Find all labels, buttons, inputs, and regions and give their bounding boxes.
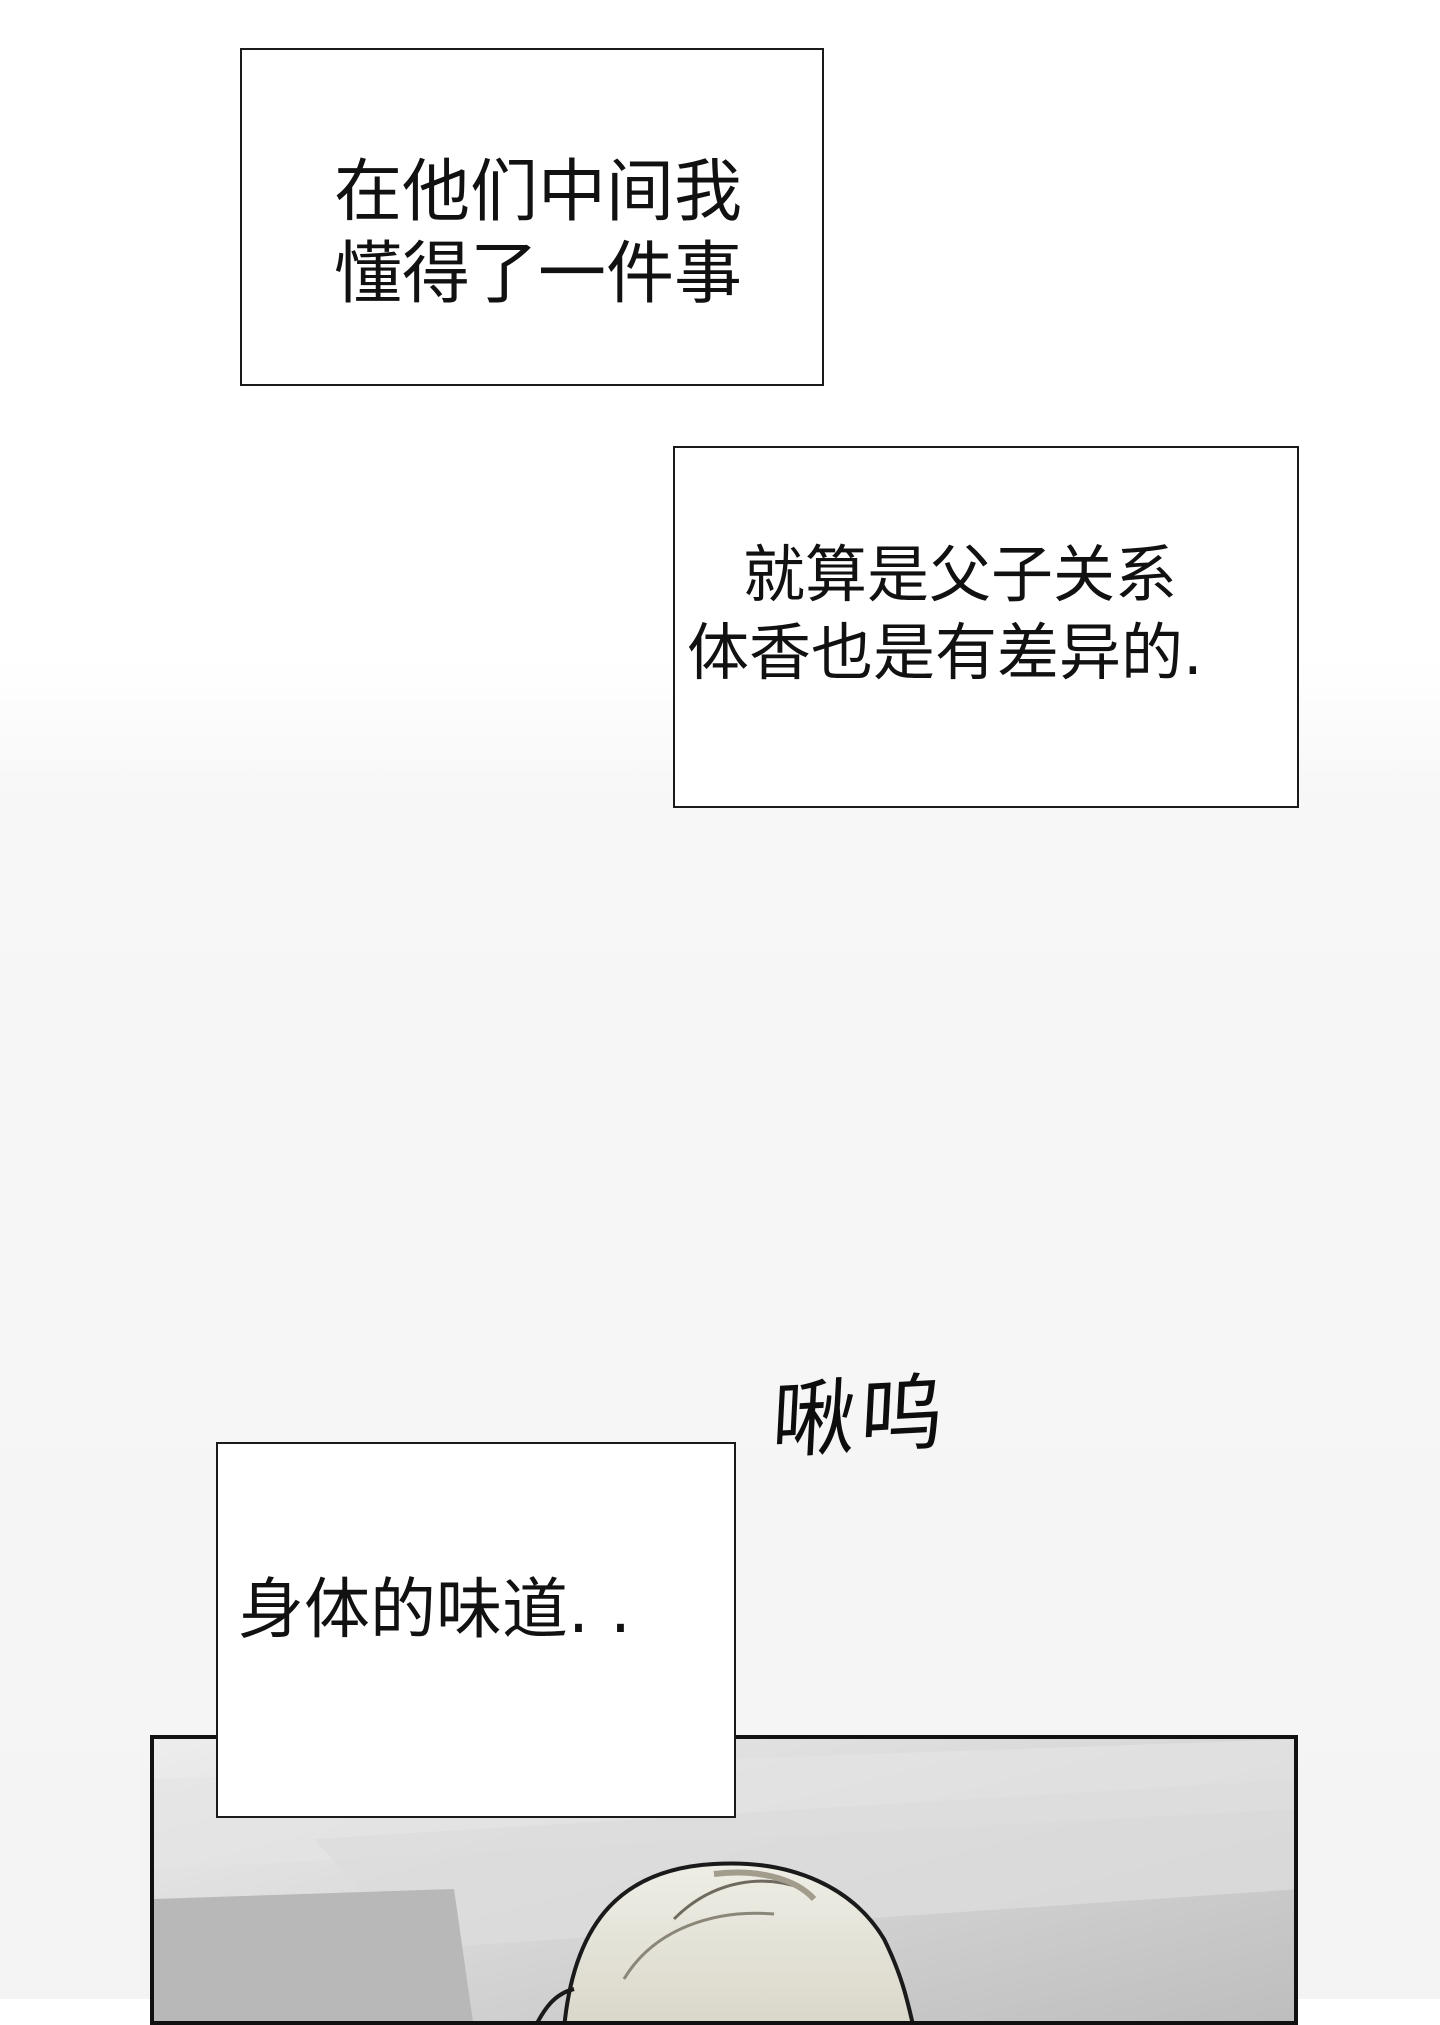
caption-box-2: 就算是父子关系 体香也是有差异的. [673, 446, 1299, 808]
caption-3-line-1: 身体的味道. . [238, 1571, 631, 1648]
sound-effect-text: 啾呜 [769, 1363, 951, 1471]
caption-2-line-2: 体香也是有差异的. [687, 616, 1203, 689]
caption-1-line-2: 懂得了一件事 [334, 235, 743, 314]
caption-box-1: 在他们中间我 懂得了一件事 [240, 48, 824, 386]
hair-strand [622, 1911, 775, 1980]
comic-art-panel [150, 1735, 1298, 2025]
caption-2-line-1: 就算是父子关系 [743, 538, 1178, 611]
ceiling-shape [314, 1779, 1294, 1949]
caption-box-3: 身体的味道. . [216, 1442, 736, 1818]
hair-highlight [713, 1869, 817, 1902]
shadow-shape [154, 1889, 473, 2021]
caption-1-line-1: 在他们中间我 [334, 153, 743, 232]
hair-shape [562, 1861, 915, 2021]
